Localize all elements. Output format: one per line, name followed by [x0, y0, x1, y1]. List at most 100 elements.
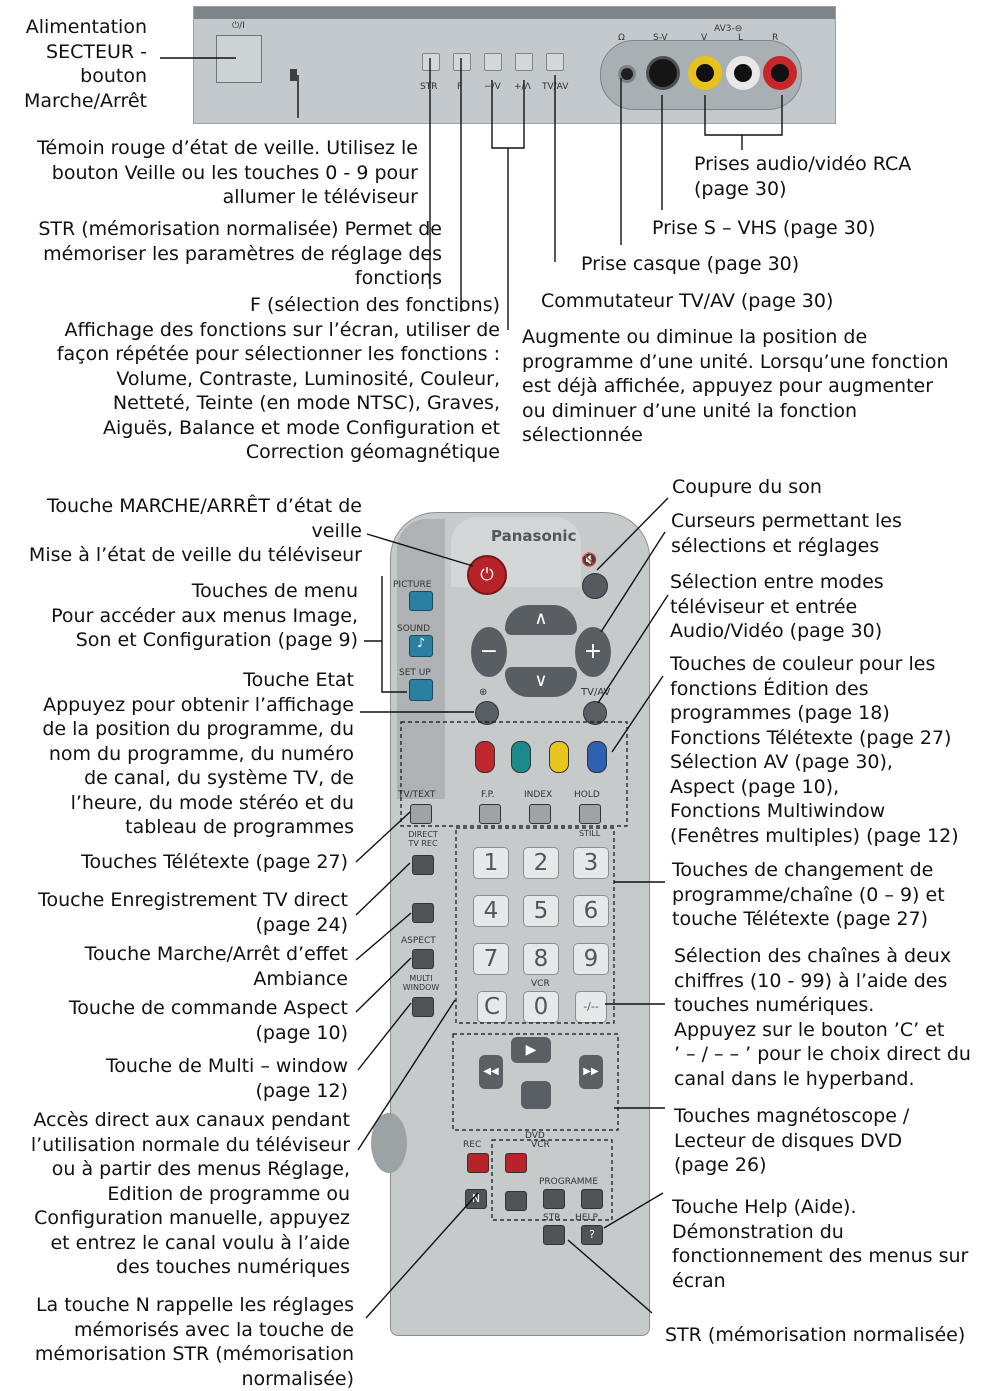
- n-button[interactable]: N: [465, 1189, 487, 1209]
- callout-menu-keys: Touches de menu Pour accéder aux menus I…: [2, 579, 358, 653]
- digit-8-key[interactable]: 8: [523, 943, 559, 975]
- digit-5-key[interactable]: 5: [523, 895, 559, 927]
- red-key[interactable]: [475, 741, 495, 773]
- stop-button[interactable]: [521, 1081, 551, 1109]
- headphone-jack[interactable]: [618, 65, 636, 83]
- dashed-number-group: [455, 827, 615, 1024]
- jack-label-headphone: Ω: [618, 33, 625, 43]
- mute-button[interactable]: [582, 573, 608, 599]
- digit-6-key[interactable]: 6: [573, 895, 609, 927]
- digit-1-key[interactable]: 1: [473, 847, 509, 879]
- callout-menu-keys-line: Son et Configuration (page 9): [75, 629, 358, 651]
- panel-top-strip: [194, 7, 835, 19]
- programme-up-button[interactable]: [581, 1189, 603, 1209]
- line-direct-rec: [355, 862, 411, 916]
- pause-button[interactable]: [505, 1191, 527, 1211]
- remote-side-grip: [371, 1113, 407, 1173]
- line-n-key: [365, 1192, 479, 1319]
- two-digit-key[interactable]: -/--: [575, 991, 607, 1023]
- digit-2-key[interactable]: 2: [523, 847, 559, 879]
- callout-direct-rec: Touche Enregistrement TV direct (page 24…: [2, 888, 348, 937]
- callout-number-keys-line: touche Télétexte (page 27): [672, 908, 929, 930]
- callout-status-key-line: de canal, du système TV, de: [84, 767, 354, 789]
- panel-down-button[interactable]: [484, 53, 502, 71]
- callout-up-down-line: sélectionnée: [522, 424, 643, 446]
- callout-status-key-line: tableau de programmes: [125, 816, 354, 838]
- aspect-button[interactable]: [412, 949, 434, 969]
- callout-two-digit-line: ’ – / – – ’ pour le choix direct du: [674, 1043, 971, 1065]
- ambiance-button[interactable]: [412, 903, 434, 923]
- digit-9-key[interactable]: 9: [573, 943, 609, 975]
- tvav-button[interactable]: [583, 701, 607, 725]
- panel-tvav-button[interactable]: [546, 53, 564, 71]
- callout-two-digit-line: Appuyez sur le bouton ’C’ et: [674, 1018, 945, 1041]
- callout-standby-led-line: Témoin rouge d’état de veille. Utilisez …: [37, 137, 418, 159]
- panel-str-button[interactable]: [422, 53, 440, 71]
- sound-button[interactable]: ♪: [409, 635, 433, 657]
- c-key[interactable]: C: [477, 991, 507, 1023]
- callout-standby-key-line: veille: [311, 519, 362, 542]
- svhs-jack[interactable]: [646, 56, 680, 90]
- rewind-button[interactable]: ◀◀: [479, 1055, 503, 1089]
- cursor-down-button[interactable]: ∨: [505, 667, 577, 697]
- fp-button[interactable]: [479, 804, 501, 824]
- audio-r-jack[interactable]: [763, 56, 797, 90]
- blue-key[interactable]: [587, 741, 607, 773]
- fast-forward-button[interactable]: ▶▶: [579, 1055, 603, 1089]
- yellow-key[interactable]: [549, 741, 569, 773]
- digit-0-key[interactable]: 0: [523, 991, 559, 1023]
- index-button[interactable]: [529, 804, 551, 824]
- rec-button[interactable]: [467, 1153, 489, 1173]
- hold-button[interactable]: [579, 804, 601, 824]
- picture-button[interactable]: [409, 591, 433, 611]
- help-button[interactable]: ?: [581, 1225, 603, 1245]
- callout-power: Alimentation SECTEUR - bouton Marche/Arr…: [10, 15, 147, 113]
- str-button[interactable]: [543, 1225, 565, 1245]
- hold-label: HOLD: [574, 790, 600, 800]
- dashed-programme-group: [491, 1139, 613, 1221]
- direct-tv-rec-button[interactable]: [412, 855, 434, 875]
- audio-l-jack[interactable]: [726, 56, 760, 90]
- line-menu-bracket: [381, 576, 407, 693]
- mains-power-button[interactable]: [216, 35, 262, 83]
- callout-direct-access-line: et entrez le canal voulu à l’aide: [50, 1231, 350, 1254]
- cursor-up-button[interactable]: ∧: [505, 605, 577, 635]
- video-jack[interactable]: [688, 56, 722, 90]
- setup-button[interactable]: [409, 679, 433, 701]
- standby-button[interactable]: ⏻: [467, 555, 507, 595]
- callout-f-select: F (sélection des fonctions) Affichage de…: [2, 293, 500, 465]
- digit-4-key[interactable]: 4: [473, 895, 509, 927]
- callout-str-top-line: mémoriser les paramètres de réglage des: [43, 242, 442, 265]
- dashed-vcr-group: [452, 1033, 619, 1131]
- panel-up-button[interactable]: [515, 53, 533, 71]
- callout-vcr-dvd-line: Lecteur de disques DVD: [674, 1129, 903, 1152]
- callout-direct-rec-line: (page 24): [255, 913, 349, 936]
- callout-color-keys: Touches de couleur pour les fonctions Éd…: [670, 652, 959, 848]
- play-button[interactable]: ▶: [511, 1037, 551, 1063]
- programme-down-button[interactable]: [543, 1189, 565, 1209]
- vcr-standby-button[interactable]: [505, 1153, 527, 1173]
- help-label: HELP: [575, 1213, 598, 1223]
- digit-3-key[interactable]: 3: [573, 847, 609, 879]
- line-ambiance: [355, 912, 412, 961]
- digit-7-key[interactable]: 7: [473, 943, 509, 975]
- multi-window-button[interactable]: [412, 997, 434, 1017]
- callout-help-line: Démonstration du: [672, 1220, 844, 1243]
- panel-f-button[interactable]: [453, 53, 471, 71]
- volume-down-button[interactable]: −: [471, 627, 507, 677]
- green-key[interactable]: [511, 741, 531, 773]
- callout-aspect: Touche de commande Aspect (page 10): [2, 996, 348, 1045]
- callout-ambiance-line: Ambiance: [253, 967, 348, 990]
- callout-direct-rec-line: Touche Enregistrement TV direct: [38, 889, 348, 911]
- callout-color-keys-line: Touches de couleur pour les: [670, 653, 936, 675]
- status-button[interactable]: [475, 701, 499, 725]
- power-label: ⏻/I: [232, 21, 245, 31]
- callout-rca: Prises audio/vidéo RCA (page 30): [694, 152, 911, 201]
- callout-f-select-line: façon répétée pour sélectionner les fonc…: [56, 343, 500, 365]
- tvtext-button[interactable]: [410, 804, 432, 824]
- callout-direct-access-line: Accès direct aux canaux pendant: [33, 1109, 350, 1131]
- line-str-bottom: [567, 1239, 653, 1314]
- volume-up-button[interactable]: +: [575, 627, 611, 677]
- remote-control: Panasonic ⏻ 🔇 PICTURE SOUND ♪ SET UP − +…: [371, 512, 650, 1336]
- callout-standby-led: Témoin rouge d’état de veille. Utilisez …: [8, 136, 418, 210]
